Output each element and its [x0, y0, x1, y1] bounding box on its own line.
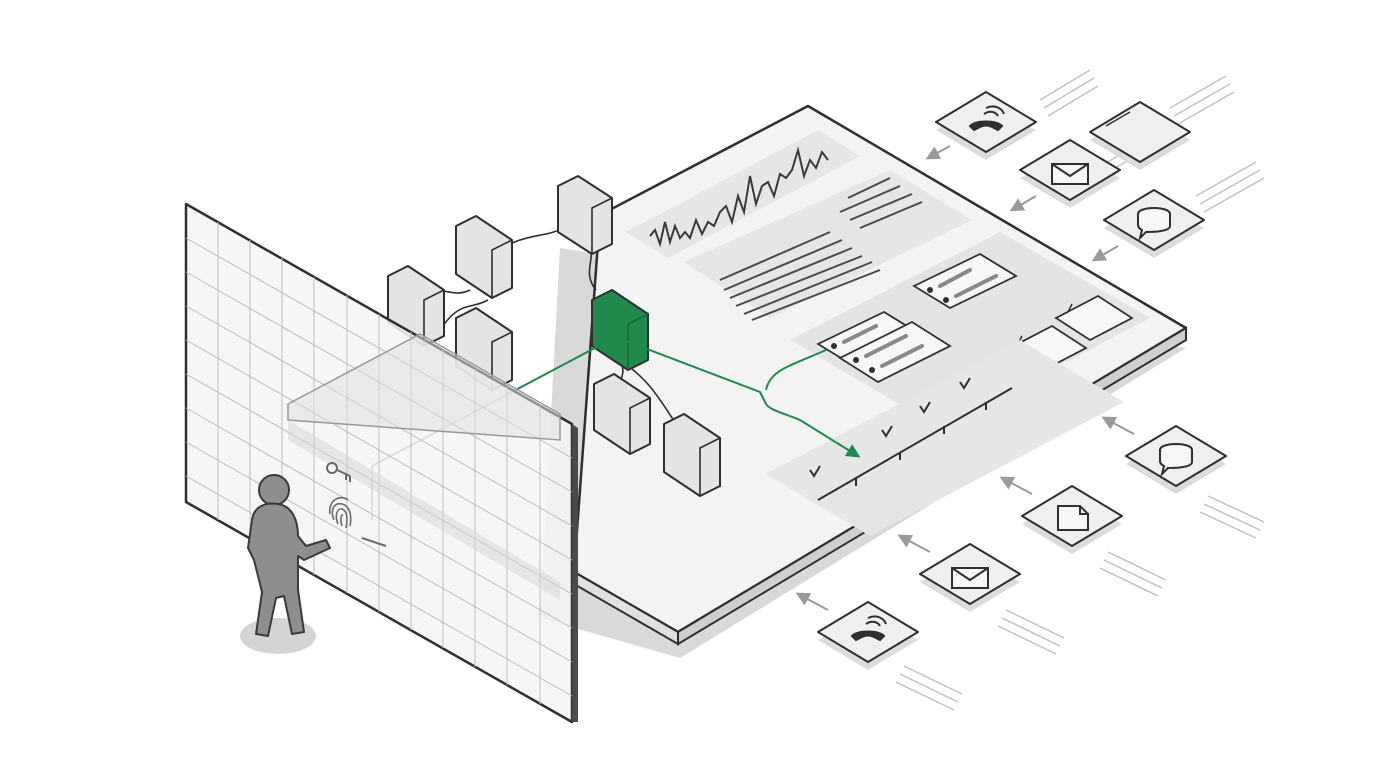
- phone-tile: [817, 601, 919, 671]
- transcript-text-lines: [719, 177, 923, 321]
- access-wall: [184, 202, 578, 724]
- waveform-icon: [649, 146, 829, 248]
- document-icon: [1054, 294, 1134, 342]
- document-tile: [1089, 101, 1191, 171]
- record-card: [838, 320, 952, 384]
- email-icon: [951, 567, 989, 589]
- audio-waveform-panel: [626, 130, 860, 258]
- person-figure: [240, 474, 331, 654]
- chat-icon: [1137, 207, 1171, 242]
- timeline-axis: [817, 387, 1013, 501]
- phone-icon: [850, 615, 887, 642]
- checkmark-icons: [809, 377, 971, 478]
- email-tile: [919, 543, 1021, 613]
- transcript-panel: [684, 170, 972, 321]
- node-box: [663, 413, 721, 497]
- record-cards-panel: [790, 232, 1150, 428]
- document-icon: [1105, 111, 1131, 127]
- glass-pass-through-panel: [287, 333, 561, 600]
- incoming-channels-top: [925, 69, 1265, 262]
- node-box: [455, 215, 513, 299]
- incoming-channels-bottom: [795, 416, 1265, 711]
- selected-node-box: [591, 289, 649, 371]
- timeline-panel: [766, 340, 1124, 536]
- chat-icon: [1159, 443, 1193, 478]
- email-tile: [1019, 139, 1121, 209]
- document-tile: [1021, 485, 1123, 555]
- email-icon: [1051, 163, 1089, 185]
- chat-tile: [1125, 425, 1227, 495]
- chat-tile: [1103, 189, 1205, 259]
- node-box: [557, 175, 613, 255]
- node-box: [593, 373, 651, 455]
- phone-icon: [968, 105, 1005, 132]
- key-icon: [326, 462, 351, 482]
- phone-tile: [935, 91, 1037, 161]
- fingerprint-icon: [329, 496, 352, 529]
- document-icon: [1057, 505, 1089, 531]
- record-card: [912, 252, 1018, 310]
